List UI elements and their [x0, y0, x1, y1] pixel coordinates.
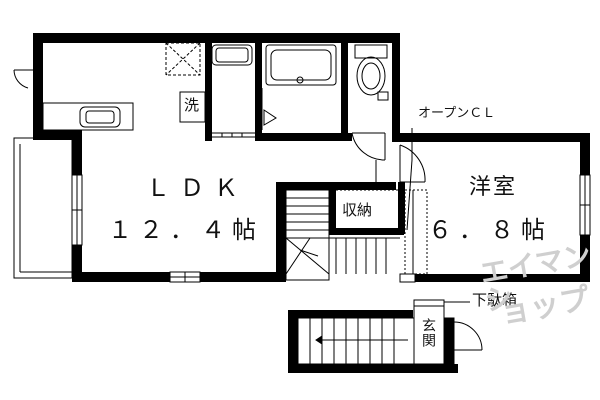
- stairs-upper: [285, 189, 400, 281]
- western-room-name: 洋室: [469, 175, 518, 200]
- stairs-lower: [297, 317, 415, 365]
- entrance: [413, 299, 483, 365]
- storage-label: 収納: [342, 201, 373, 219]
- bathtub: [265, 44, 337, 86]
- leader-lines: [406, 128, 470, 303]
- fridge-space: [165, 42, 201, 76]
- vanity: [179, 44, 255, 138]
- open-closet: [404, 189, 428, 275]
- balcony: [13, 137, 73, 279]
- open-closet-label: オープンＣＬ: [418, 106, 496, 121]
- shoe-box-label: 下駄箱: [472, 291, 518, 309]
- window-lines: [72, 175, 590, 282]
- toilet: [354, 44, 389, 101]
- ldk-room-size: １２．４帖: [108, 216, 263, 244]
- door-top-left: [13, 69, 33, 89]
- entrance-label: 玄関: [420, 318, 436, 348]
- western-room-size: ６．８帖: [428, 216, 552, 244]
- toilet-door: [351, 132, 386, 161]
- bath-door: [261, 88, 277, 130]
- interior-walls: [33, 33, 405, 235]
- washer-label: 洗: [184, 96, 200, 114]
- ldk-room-name: ＬＤＫ: [146, 174, 248, 202]
- kitchen-counter: [42, 102, 134, 131]
- western-door: [399, 144, 426, 183]
